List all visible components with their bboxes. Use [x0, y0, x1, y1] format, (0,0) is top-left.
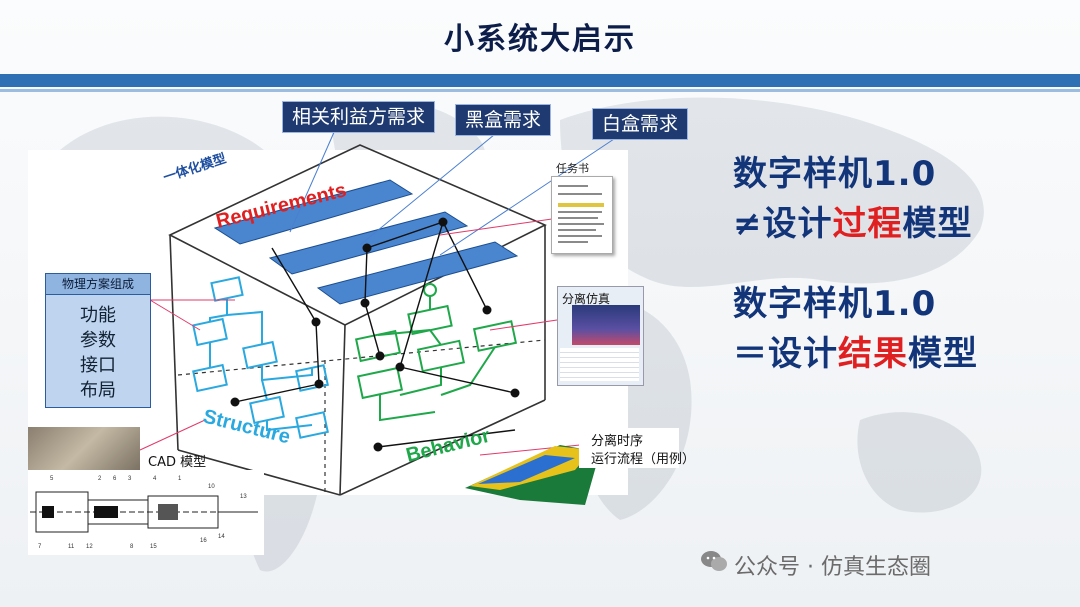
cad-part-number: 5 [50, 476, 54, 482]
cad-part-number: 12 [86, 544, 93, 550]
physical-item-layout: 布局 [80, 380, 116, 401]
cad-part-number: 4 [153, 476, 157, 482]
cad-part-number: 7 [38, 544, 42, 550]
header-band-thin [0, 89, 1080, 92]
separation-timing-line2: 运行流程（用例） [591, 452, 696, 467]
cad-part-number: 13 [240, 494, 247, 500]
task-document [551, 176, 613, 254]
process-highlight: 过程 [832, 204, 903, 244]
wechat-icon [701, 551, 727, 571]
whitebox-requirements-tag: 白盒需求 [592, 108, 689, 140]
footer-account: 公众号 · 仿真生态圈 [734, 555, 931, 580]
cad-part-number: 10 [208, 484, 215, 490]
simulation-table [560, 348, 639, 381]
cad-model-label: CAD 模型 [148, 455, 207, 470]
slide-title: 小系统大启示 [444, 22, 636, 57]
physical-scheme-list: 功能 参数 接口 布局 [45, 294, 151, 408]
cad-part-number: 3 [128, 476, 132, 482]
requirements-bar-1 [213, 179, 414, 245]
task-document-label: 任务书 [556, 162, 589, 175]
model-suffix: 模型 [908, 334, 978, 374]
cad-part-number: 6 [113, 476, 117, 482]
header-band [0, 74, 1080, 87]
cad-part-number: 1 [178, 476, 182, 482]
model-suffix: 模型 [902, 204, 973, 244]
cad-part-number: 8 [130, 544, 134, 550]
physical-item-interface: 接口 [80, 355, 116, 376]
design-result-model-line: ＝设计结果模型 [733, 326, 978, 375]
cad-part-number: 11 [68, 544, 75, 550]
separation-simulation-label: 分离仿真 [562, 292, 611, 306]
digital-prototype-line1: 数字样机1.0 [733, 154, 937, 194]
separation-timing-box [579, 428, 679, 468]
stakeholder-requirements-tag: 相关利益方需求 [282, 101, 436, 133]
simulation-viewport [572, 305, 640, 345]
cad-drawing: 2 6 3 4 1 10 13 11 12 8 15 16 14 7 5 [28, 470, 264, 555]
physical-item-function: 功能 [80, 305, 116, 326]
blackbox-requirements-tag: 黑盒需求 [455, 104, 552, 136]
cad-part-number: 16 [200, 538, 207, 544]
digital-prototype-line2: 数字样机1.0 [733, 284, 937, 324]
separation-timing-label: 分离时序 运行流程（用例） [591, 433, 695, 469]
not-equal-prefix: ≠设计 [733, 204, 833, 244]
cad-part-number: 14 [218, 534, 225, 540]
cad-part-number: 15 [150, 544, 157, 550]
physical-item-parameter: 参数 [80, 330, 116, 351]
design-process-model-line: ≠设计过程模型 [733, 196, 973, 245]
requirements-bar-3 [316, 241, 519, 305]
cad-part-number: 2 [98, 476, 102, 482]
separation-timing-line1: 分离时序 [591, 434, 644, 449]
result-highlight: 结果 [838, 334, 908, 374]
equal-prefix: ＝设计 [733, 334, 838, 374]
